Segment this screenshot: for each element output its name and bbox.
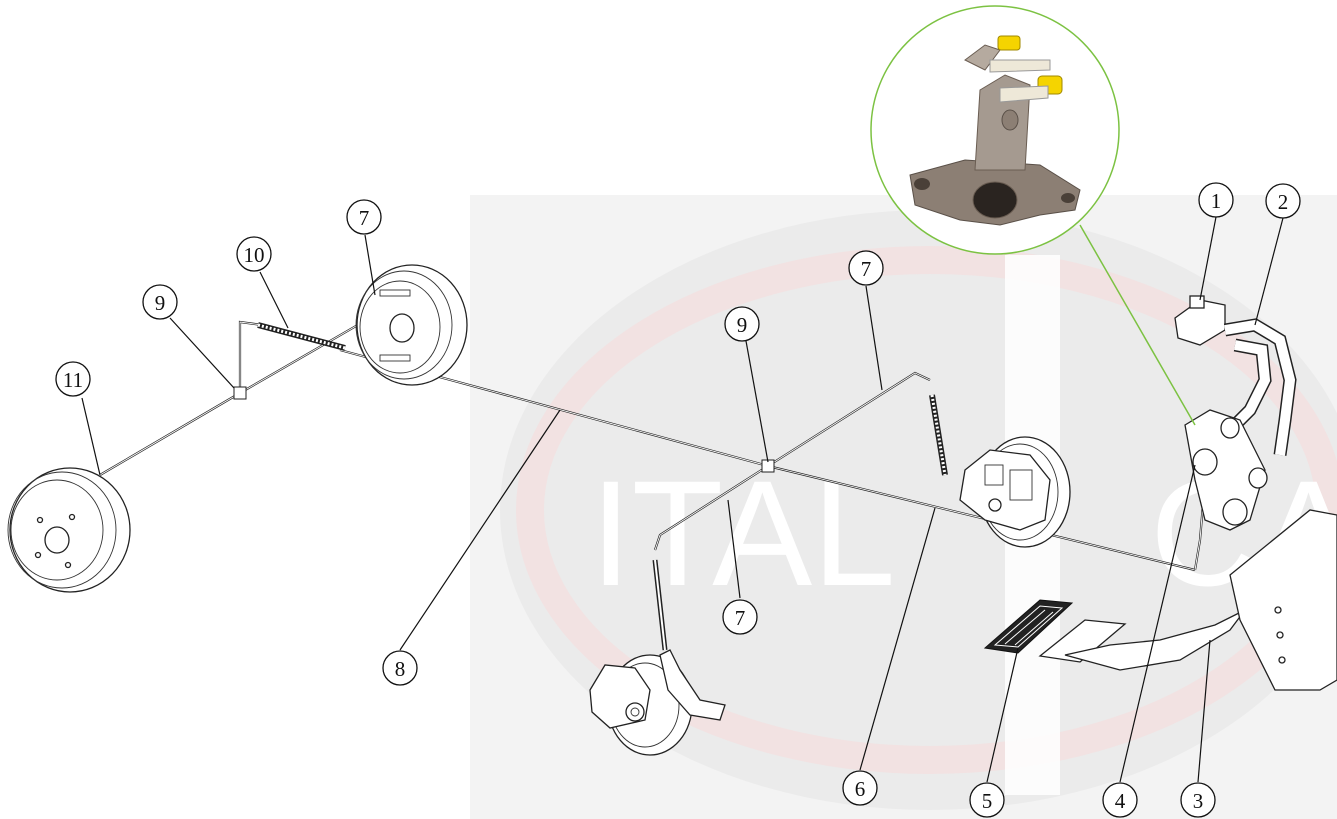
front-hoses [652,394,948,651]
callout-8-label: 8 [395,657,406,681]
callout-3-label: 3 [1193,789,1204,813]
callout-1: 1 [1198,182,1234,218]
watermark-text: ITAL [590,449,896,617]
pedal-assembly [1038,509,1337,691]
master-cylinder-assembly [1174,295,1297,531]
callout-11-label: 11 [63,368,83,392]
rear-hose [257,322,346,351]
callout-10: 10 [236,236,272,272]
callout-1-label: 1 [1211,189,1222,213]
callout-11: 11 [55,361,91,397]
master-cylinder-detail-inset [870,5,1196,426]
brake-pedal-pad [983,599,1074,654]
callout-2-label: 2 [1278,190,1289,214]
rear-brake-backplate [355,264,468,386]
callout-7c-label: 7 [359,206,370,230]
callout-7b-label: 7 [735,606,746,630]
callout-10-label: 10 [244,243,265,267]
callout-3: 3 [1180,782,1216,818]
callout-4: 4 [1102,782,1138,818]
callout-5-label: 5 [982,789,993,813]
callout-2: 2 [1265,183,1301,219]
callout-6: 6 [842,770,878,806]
callout-9a-label: 9 [737,313,748,337]
leader-lines [81,216,1284,783]
callout-4-label: 4 [1115,789,1126,813]
brake-pipes [99,295,1207,572]
callout-8: 8 [382,650,418,686]
callout-6-label: 6 [855,777,866,801]
rear-brake-drum [7,467,131,593]
callout-5: 5 [969,782,1005,818]
callout-7-lower: 7 [722,599,758,635]
callout-9-left: 9 [142,284,178,320]
front-left-disc-brake [589,649,726,756]
callout-7-upper-right: 7 [848,250,884,286]
callout-7-upper-left: 7 [346,199,382,235]
callout-9b-label: 9 [155,291,166,315]
callout-7a-label: 7 [861,257,872,281]
callout-9-center: 9 [724,306,760,342]
front-right-disc-brake [959,436,1071,548]
